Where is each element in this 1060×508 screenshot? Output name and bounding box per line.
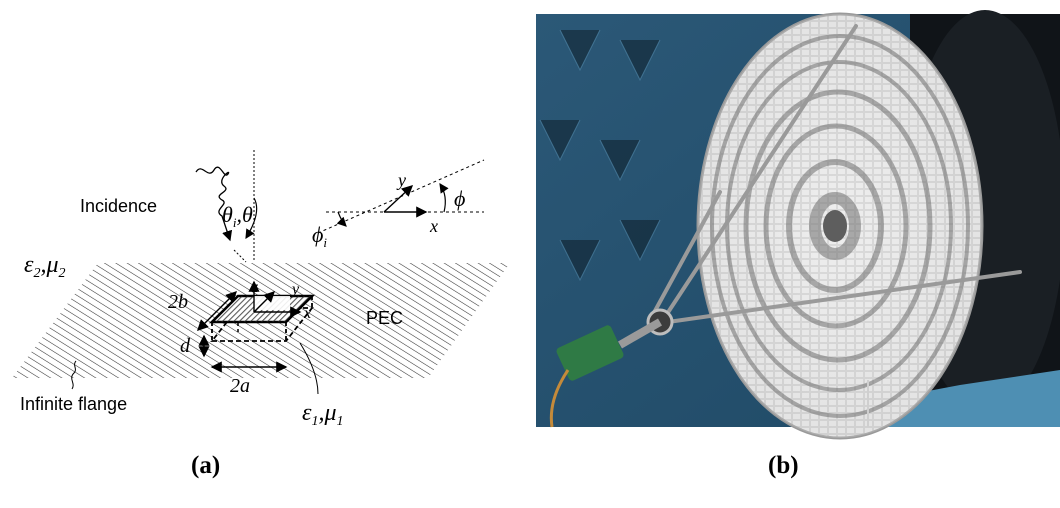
flange-label: Infinite flange xyxy=(20,394,127,414)
flange-pointer xyxy=(71,360,77,390)
dim-2b-label: 2b xyxy=(168,291,188,313)
theta-arc xyxy=(245,197,258,240)
eps1-mu1-label: ε1,μ1 xyxy=(302,400,344,429)
phi-label: ϕ xyxy=(454,186,465,211)
cavity-axes xyxy=(248,280,302,318)
theta-label: θi,θ xyxy=(222,202,253,230)
reflectarray-photo xyxy=(536,10,1060,440)
eps2-mu2-label: ε2,μ2 xyxy=(24,252,66,281)
dim-d-label: d xyxy=(180,335,191,357)
incidence-wave-arrow xyxy=(195,166,233,242)
phi-coordinate-inset xyxy=(317,159,485,234)
x-label-inset: x xyxy=(429,216,438,236)
phi-i-label: ϕi xyxy=(312,222,327,250)
cavity-box xyxy=(208,294,316,342)
panel-a-diagram: Incidence θi,θ y x ϕ ϕi ε2,μ2 z y x PEC … xyxy=(12,150,510,429)
y-label-cavity: y xyxy=(290,281,300,298)
caption-b: (b) xyxy=(768,452,799,479)
pec-label: PEC xyxy=(366,308,403,328)
caption-a: (a) xyxy=(191,452,221,479)
y-label-inset: y xyxy=(396,170,406,190)
dim-2a-label: 2a xyxy=(230,375,250,397)
x-label-cavity: x xyxy=(303,305,311,322)
eps1-pointer xyxy=(299,342,319,395)
incidence-label: Incidence xyxy=(80,196,157,216)
dim-2b-arrow xyxy=(197,291,237,331)
z-label: z xyxy=(251,279,259,296)
